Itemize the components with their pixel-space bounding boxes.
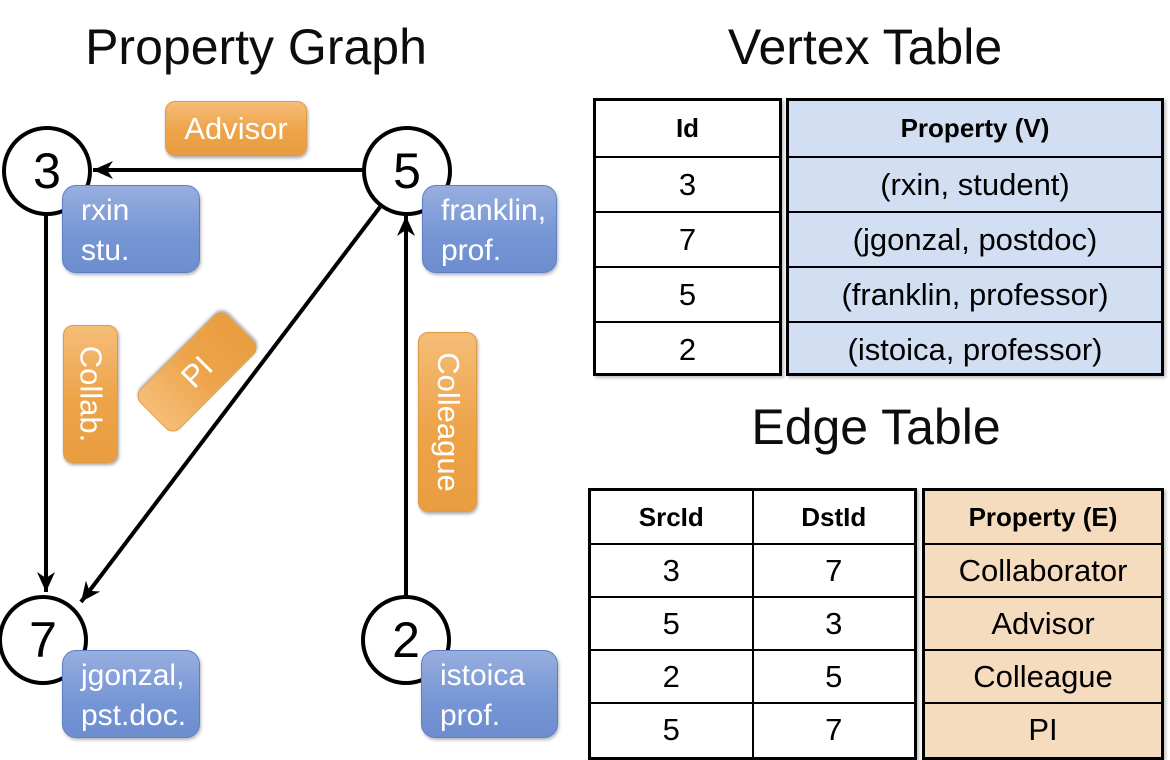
- edge-table-srcid-cell: 2: [591, 649, 752, 702]
- edge-table-property-cell: Advisor: [925, 596, 1161, 649]
- edge-label-collab-text: Collab.: [73, 345, 109, 443]
- vertex-table-property-column: Property (V) (rxin, student) (jgonzal, p…: [786, 98, 1164, 376]
- edge-table-property-cell: Collaborator: [925, 543, 1161, 596]
- vertex-property-label-2-line1: istoica: [440, 659, 526, 692]
- edge-5-to-7-pi: [79, 205, 382, 604]
- edge-table-dstid-cell: 7: [753, 543, 914, 596]
- vertex-table-property-cell: (jgonzal, postdoc): [789, 211, 1161, 266]
- vertex-table-id-column: Id 3 7 5 2: [593, 98, 782, 376]
- edge-table-header-dstid: DstId: [801, 502, 867, 532]
- vertex-property-label-3-line2: stu.: [81, 234, 130, 267]
- edge-table-id-columns: SrcId 3 5 2 5 DstId 7 3 5 7: [588, 488, 917, 760]
- vertex-table-header-property: Property (V): [900, 113, 1050, 143]
- edge-table-srcid-cell: 5: [591, 702, 752, 755]
- vertex-property-label-2-line2: prof.: [440, 699, 501, 732]
- vertex-table-id-cell: 3: [596, 156, 779, 211]
- vertex-property-label-2: istoica prof.: [421, 650, 558, 738]
- edge-table-dstid-cell: 3: [753, 596, 914, 649]
- edge-table-srcid-column: SrcId 3 5 2 5: [591, 491, 752, 757]
- edge-table-header-srcid: SrcId: [638, 502, 704, 532]
- vertex-table-id-cell: 7: [596, 211, 779, 266]
- edge-label-colleague-text: Colleague: [430, 352, 466, 492]
- vertex-table-property-cell: (istoica, professor): [789, 321, 1161, 376]
- edge-table-dstid-column: DstId 7 3 5 7: [751, 491, 914, 757]
- vertex-node-3: 3: [2, 126, 92, 216]
- vertex-property-label-7: jgonzal, pst.doc.: [62, 650, 200, 738]
- edge-table-header-property: Property (E): [968, 502, 1118, 532]
- edge-table-srcid-cell: 5: [591, 596, 752, 649]
- vertex-property-label-3-line1: rxin: [81, 194, 130, 227]
- edge-label-collab: Collab.: [63, 325, 118, 463]
- edge-table-property-cell: PI: [925, 702, 1161, 755]
- edge-label-pi-text: PI: [173, 348, 220, 395]
- property-graph-title: Property Graph: [85, 19, 427, 75]
- vertex-table-property-cell: (franklin, professor): [789, 266, 1161, 321]
- vertex-table-header-id: Id: [675, 113, 700, 143]
- edge-label-advisor: Advisor: [165, 101, 307, 156]
- vertex-table-id-cell: 2: [596, 321, 779, 376]
- vertex-property-label-7-line2: pst.doc.: [81, 699, 187, 732]
- edge-label-colleague: Colleague: [418, 332, 477, 512]
- edge-table-dstid-cell: 7: [753, 702, 914, 755]
- vertex-property-label-3: rxin stu.: [62, 185, 200, 273]
- vertex-table-property-cell: (rxin, student): [789, 156, 1161, 211]
- vertex-property-label-7-line1: jgonzal,: [81, 659, 185, 692]
- edge-table-dstid-cell: 5: [753, 649, 914, 702]
- vertex-property-label-5: franklin, prof.: [422, 185, 557, 273]
- vertex-table-id-cell: 5: [596, 266, 779, 321]
- vertex-property-label-5-line1: franklin,: [441, 194, 547, 227]
- vertex-property-label-5-line2: prof.: [441, 234, 502, 267]
- edge-label-advisor-text: Advisor: [184, 110, 288, 146]
- vertex-table-title: Vertex Table: [727, 19, 1003, 75]
- edge-table-property-column: Property (E) Collaborator Advisor Collea…: [922, 488, 1164, 760]
- edge-table-property-cell: Colleague: [925, 649, 1161, 702]
- edge-table-srcid-cell: 3: [591, 543, 752, 596]
- edge-table-title: Edge Table: [751, 399, 1001, 455]
